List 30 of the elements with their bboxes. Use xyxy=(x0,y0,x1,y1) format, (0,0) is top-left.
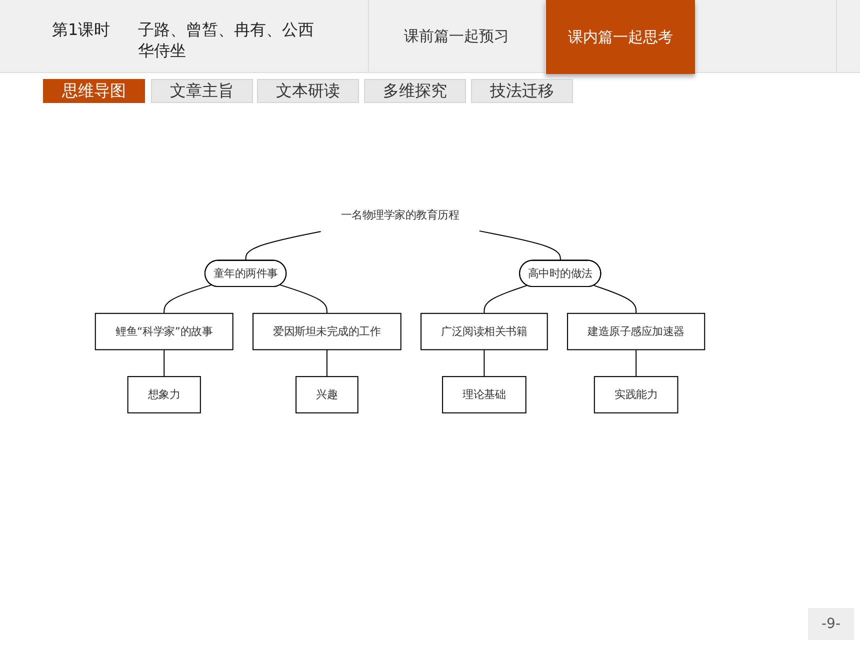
section-tab: 多维探究 xyxy=(364,79,466,103)
connector xyxy=(164,284,212,314)
node-box xyxy=(296,376,358,414)
mind-map-diagram: 一名物理学家的教育历程 童年的两件事 高中时的做法 鲤鱼“科学家”的故事 爱因斯坦未完成的工作 广泛阅读相关书籍 建造原子感应加速器 想象力 兴趣 理论基础 实践能力 xyxy=(90,170,710,440)
section-tab: 文章主旨 xyxy=(151,79,253,103)
node-box xyxy=(252,312,402,350)
node-box xyxy=(442,376,526,414)
section-tab: 技法迁移 xyxy=(471,79,573,103)
connector xyxy=(636,350,637,377)
section-tab: 思维导图 xyxy=(43,79,145,103)
connector xyxy=(594,284,637,314)
connector xyxy=(280,284,328,314)
lesson-number: 第1课时 xyxy=(52,20,110,41)
connector xyxy=(484,350,485,377)
section-tab: 文本研读 xyxy=(257,79,359,103)
connector xyxy=(326,350,328,377)
connector xyxy=(164,350,165,377)
node-box xyxy=(127,376,201,414)
lesson-title: 子路、曾皙、冉有、公西华侍坐 xyxy=(138,20,315,62)
node-box xyxy=(94,312,234,350)
nav-tab: 课内篇一起思考 xyxy=(545,0,695,74)
page-number: -9- xyxy=(808,608,854,640)
nav-tab: 课前篇一起预习 xyxy=(368,0,544,72)
connector xyxy=(479,230,561,261)
connector xyxy=(484,284,528,314)
node-box xyxy=(567,312,706,350)
node-box xyxy=(594,376,678,414)
node-text: 一名物理学家的教育历程 xyxy=(340,208,460,222)
connector xyxy=(245,231,321,261)
node-box xyxy=(420,312,548,350)
